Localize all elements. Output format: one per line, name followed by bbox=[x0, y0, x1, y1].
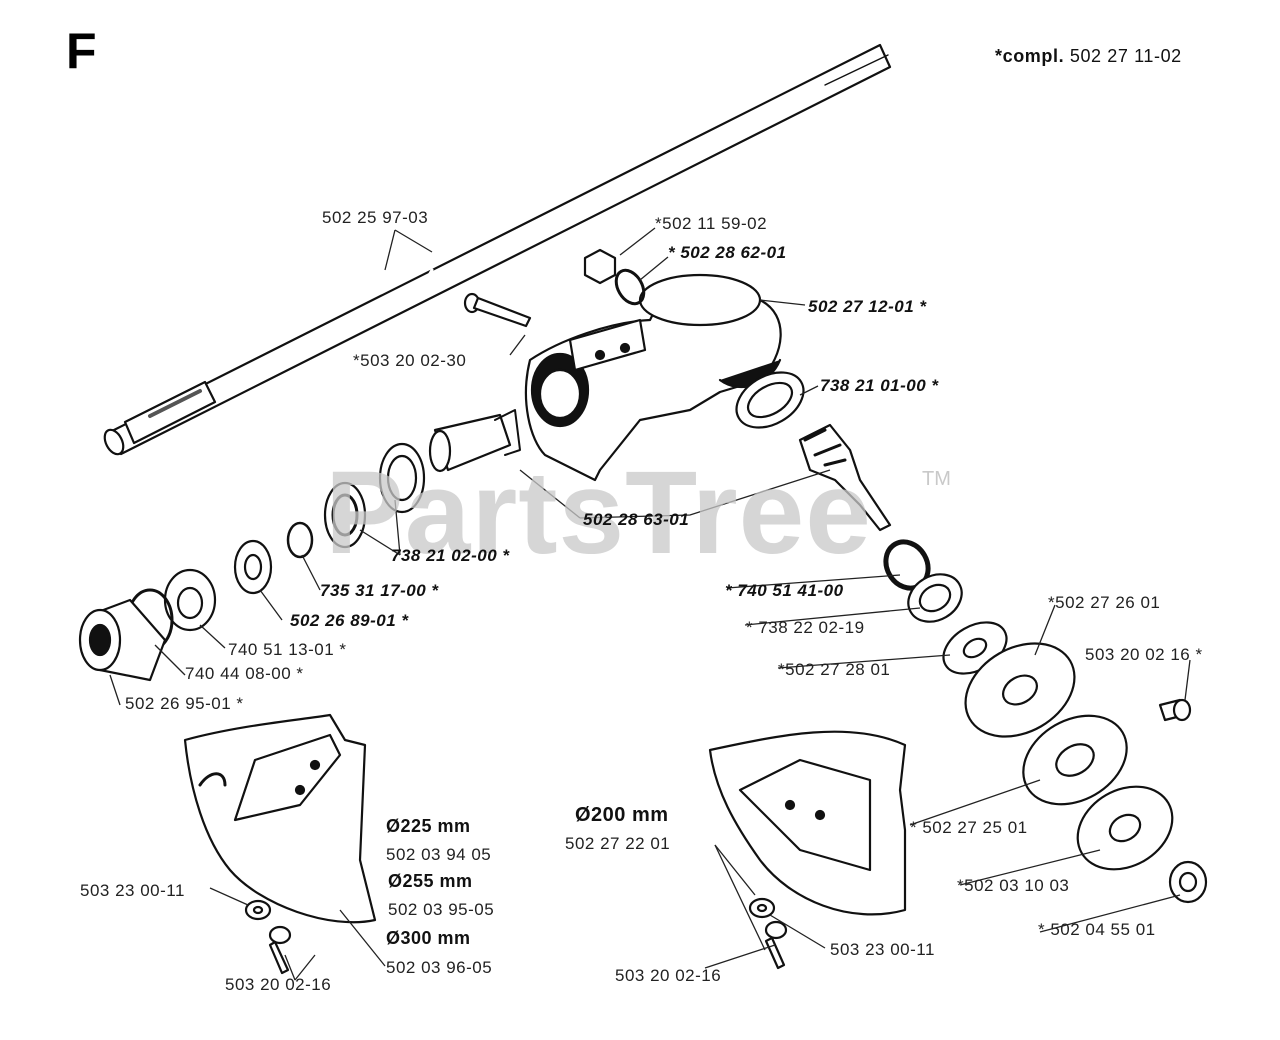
bearing-738-21-01 bbox=[735, 371, 805, 429]
label-disc: *502 03 10 03 bbox=[957, 876, 1070, 895]
bearing-738-22-02 bbox=[907, 573, 963, 623]
label-gear-shaft: 502 28 63-01 bbox=[583, 510, 690, 529]
blade-disc bbox=[1076, 785, 1174, 871]
drive-shaft-tube bbox=[103, 43, 892, 456]
label-nut: * 502 04 55 01 bbox=[1038, 920, 1156, 939]
screw bbox=[463, 292, 532, 328]
label-plug: *502 11 59-02 bbox=[655, 214, 768, 233]
guard-right bbox=[708, 730, 907, 916]
label-spacer: 502 26 89-01 * bbox=[290, 611, 409, 630]
label-guard-255: 502 03 95-05 bbox=[388, 900, 495, 919]
label-flange: *502 27 26 01 bbox=[1048, 593, 1161, 612]
label-screw: *503 20 02-30 bbox=[353, 351, 467, 370]
label-oring-b: 740 44 08-00 * bbox=[185, 664, 304, 683]
label-bearing-b: 738 21 02-00 * bbox=[391, 546, 510, 565]
label-bearing-c: * 738 22 02-19 bbox=[746, 618, 865, 637]
section-letter: F bbox=[66, 23, 97, 79]
nut bbox=[1168, 860, 1208, 904]
bearing-738-21-02 bbox=[323, 442, 426, 549]
bolt-right bbox=[1158, 698, 1192, 722]
washer-left bbox=[244, 899, 272, 921]
label-washer-r: 503 23 00-11 bbox=[830, 940, 935, 959]
plug bbox=[583, 248, 646, 306]
label-housing: 502 27 12-01 * bbox=[808, 297, 927, 316]
label-bearing-a: 738 21 01-00 * bbox=[820, 376, 939, 395]
label-guard-200: 502 27 22 01 bbox=[565, 834, 671, 853]
leader-lines bbox=[109, 227, 1191, 981]
guard-left bbox=[183, 713, 377, 924]
label-washer-l: 503 23 00-11 bbox=[80, 881, 185, 900]
compl-prefix: *compl. bbox=[995, 46, 1065, 66]
label-dia-300: Ø300 mm bbox=[386, 928, 471, 948]
label-sleeve: 502 26 95-01 * bbox=[125, 694, 244, 713]
sleeve bbox=[78, 598, 167, 682]
label-seal-a: 740 51 13-01 * bbox=[228, 640, 347, 659]
label-support-cup: * 502 27 25 01 bbox=[910, 818, 1028, 837]
label-guard-225: 502 03 94 05 bbox=[386, 845, 492, 864]
bolt-right-guard bbox=[764, 920, 788, 970]
label-circlip-b: * 740 51 41-00 bbox=[725, 581, 844, 600]
flange bbox=[964, 642, 1076, 738]
compl-number: 502 27 11-02 bbox=[1069, 46, 1182, 66]
spacer bbox=[233, 539, 273, 595]
label-dia-255: Ø255 mm bbox=[388, 871, 473, 891]
label-bolt-l: 503 20 02-16 bbox=[225, 975, 332, 994]
label-shaft: 502 25 97-03 bbox=[322, 208, 429, 227]
label-circlip: 735 31 17-00 * bbox=[320, 581, 439, 600]
label-guard-300: 502 03 96-05 bbox=[386, 958, 493, 977]
bevel-gear bbox=[798, 423, 892, 532]
bolt-left bbox=[268, 925, 292, 975]
label-oring: * 502 28 62-01 bbox=[668, 243, 787, 262]
label-dia-225: Ø225 mm bbox=[386, 816, 471, 836]
pinion-shaft bbox=[428, 409, 521, 473]
watermark-tm: TM bbox=[922, 468, 951, 490]
washer-right bbox=[748, 897, 776, 919]
label-bolt-r: 503 20 02 16 * bbox=[1085, 645, 1203, 664]
gear-housing bbox=[524, 273, 782, 482]
label-dia-200: Ø200 mm bbox=[575, 804, 669, 826]
support-cup bbox=[1022, 714, 1128, 806]
label-washer: *502 27 28 01 bbox=[778, 660, 891, 679]
watermark: PartsTree bbox=[325, 447, 872, 579]
complete-assembly-note: *compl. 502 27 11-02 bbox=[995, 46, 1182, 67]
label-bolt-r2: 503 20 02-16 bbox=[615, 966, 722, 985]
circlip bbox=[286, 521, 314, 559]
